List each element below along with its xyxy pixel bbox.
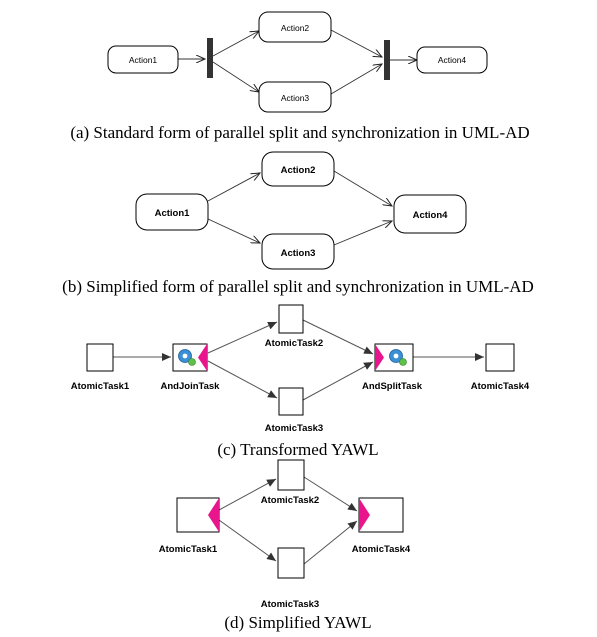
edge-fork-action3: [212, 61, 259, 92]
split-decorator-icon: [208, 498, 219, 532]
c-atomictask4-box: [485, 343, 515, 372]
action3-label: Action3: [281, 93, 310, 103]
action4-label: Action4: [438, 55, 467, 65]
b-action4-node: [393, 194, 467, 234]
edge-b-3-4: [333, 221, 392, 246]
c-atomictask2-label: AtomicTask2: [265, 338, 323, 349]
edge-action3-join: [330, 64, 382, 95]
c-atomictask4-label: AtomicTask4: [471, 381, 530, 392]
b-action2-node: [261, 151, 335, 187]
join-bar: [384, 40, 390, 80]
edge-b-2-4: [333, 170, 392, 206]
caption-c: (c) Transformed YAWL: [217, 440, 378, 459]
b-action4-label: Action4: [413, 210, 449, 221]
edge-fork-action2: [212, 31, 259, 57]
d-atomictask3-box: [277, 547, 305, 579]
c-andsplittask-label: AndSplitTask: [362, 381, 423, 392]
action3-node: [258, 81, 332, 113]
b-action1-node: [135, 193, 209, 231]
c-andjointask-label: AndJoinTask: [161, 381, 221, 392]
edge-d-t1-t3: [218, 519, 277, 562]
split-decorator-icon: [198, 344, 207, 371]
gear-icon: [389, 349, 407, 366]
c-atomictask3-box: [278, 387, 304, 416]
edge-d-t2-t4: [303, 476, 358, 512]
caption-b: (b) Simplified form of parallel split an…: [62, 277, 534, 296]
action2-node: [258, 11, 332, 43]
gear-icon: [178, 349, 196, 366]
panel-b: Action1 Action2 Action3 Action4: [135, 151, 467, 270]
action1-node: [107, 45, 179, 74]
b-action3-label: Action3: [281, 248, 316, 259]
join-decorator-icon: [375, 344, 384, 371]
caption-d: (d) Simplified YAWL: [224, 613, 371, 632]
action4-node: [416, 46, 488, 74]
edge-c-join-t2: [207, 321, 278, 354]
edge-c-t3-split: [302, 361, 374, 401]
edge-b-1-2: [207, 173, 260, 202]
c-atomictask1-label: AtomicTask1: [71, 381, 130, 392]
panel-a: Action1 Action2 Action3 Action4: [107, 11, 488, 113]
panel-d: AtomicTask1 AtomicTask2 AtomicTask3 Atom…: [159, 459, 411, 610]
edge-action2-join: [330, 29, 382, 57]
action2-label: Action2: [281, 23, 310, 33]
d-atomictask4-label: AtomicTask4: [352, 544, 411, 555]
edge-d-t3-t4: [303, 520, 358, 565]
edge-b-1-3: [207, 218, 260, 243]
action1-label: Action1: [129, 55, 158, 65]
edge-c-t2-split: [302, 319, 374, 355]
c-atomictask1-box: [86, 343, 114, 372]
edge-d-t1-t2: [218, 478, 277, 511]
b-action3-node: [261, 233, 335, 270]
fork-bar: [207, 38, 213, 78]
d-atomictask1-label: AtomicTask1: [159, 544, 218, 555]
c-atomictask2-box: [278, 304, 304, 334]
d-atomictask3-label: AtomicTask3: [261, 599, 319, 610]
join-decorator-icon: [359, 498, 370, 532]
b-action1-label: Action1: [155, 208, 191, 219]
d-atomictask2-box: [277, 459, 305, 491]
panel-c: AtomicTask1 AndJoinTask AtomicTask2 Atom…: [71, 304, 530, 434]
c-atomictask3-label: AtomicTask3: [265, 423, 323, 434]
caption-a: (a) Standard form of parallel split and …: [70, 123, 529, 142]
d-atomictask2-label: AtomicTask2: [261, 495, 319, 506]
edge-c-join-t3: [207, 360, 278, 399]
b-action2-label: Action2: [281, 165, 316, 176]
